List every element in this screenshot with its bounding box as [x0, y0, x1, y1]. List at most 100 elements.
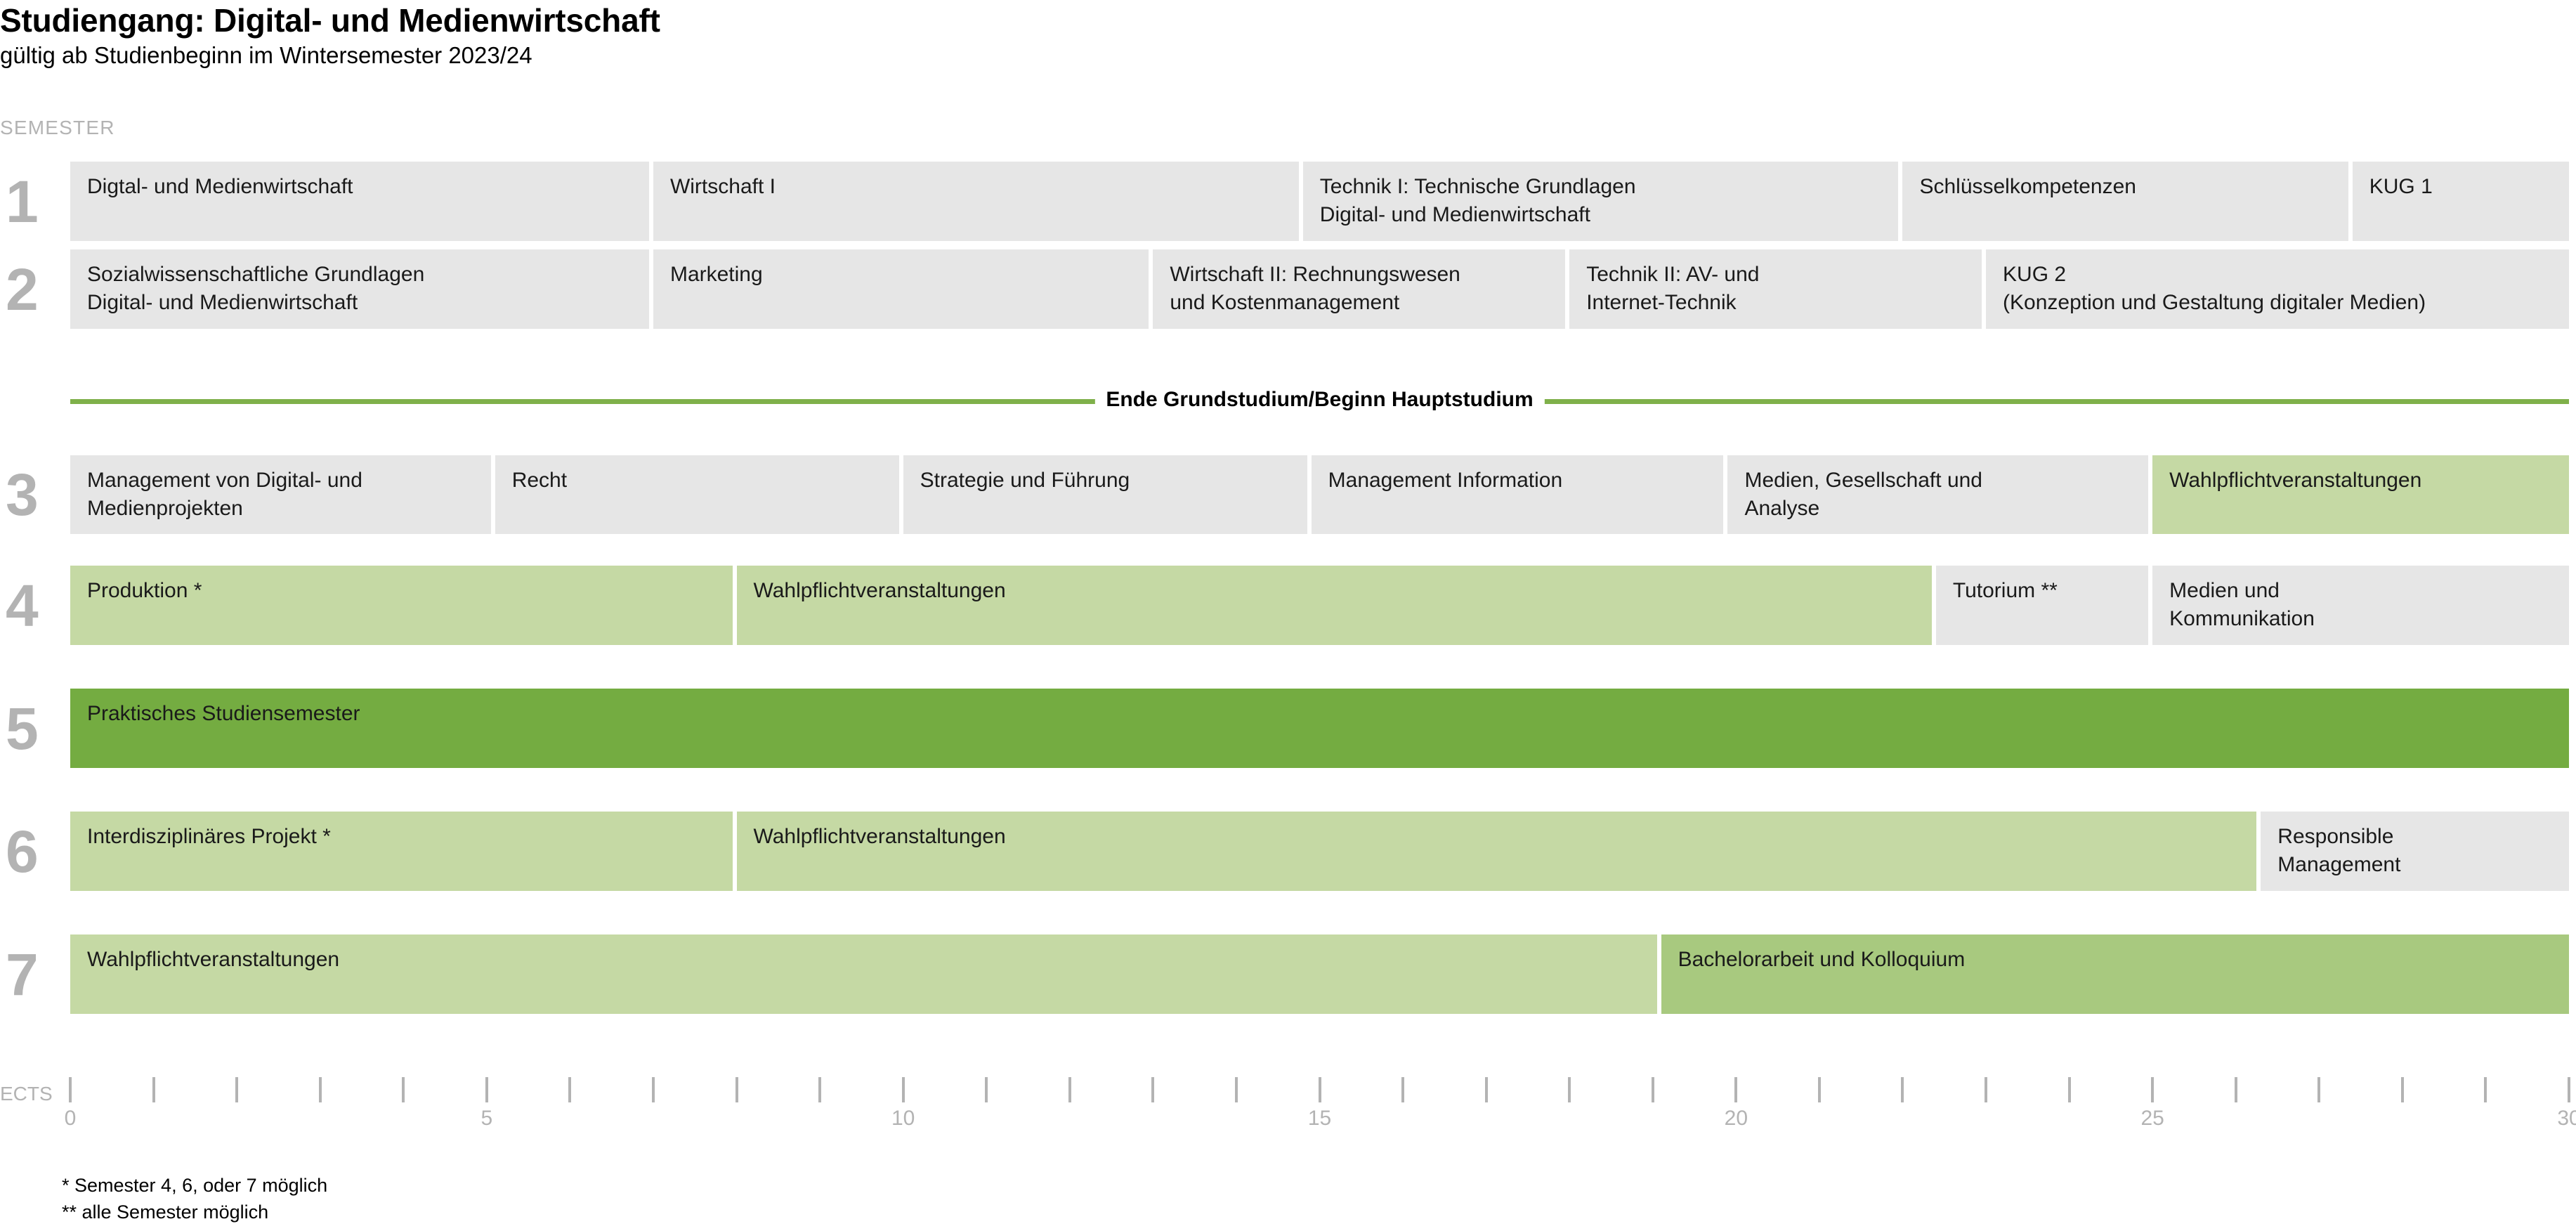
module-block[interactable]: Tutorium ** — [1935, 566, 2149, 645]
ects-tick — [1318, 1077, 1321, 1102]
module-block[interactable]: Recht — [495, 455, 899, 534]
module-label: Strategie und Führung — [920, 469, 1130, 492]
footnote-single-star: * Semester 4, 6, oder 7 möglich — [62, 1175, 328, 1196]
header: Studiengang: Digital- und Medienwirtscha… — [0, 1, 660, 69]
ects-tick — [69, 1077, 72, 1102]
module-block[interactable]: Produktion * — [70, 566, 733, 645]
ects-tick — [985, 1077, 988, 1102]
ects-tick — [2400, 1077, 2404, 1102]
semester-track: Wahlpflichtveranstaltungen Bachelorarbeit… — [0, 934, 2576, 1014]
module-block[interactable]: Wahlpflichtveranstaltungen — [70, 934, 1657, 1014]
module-label: Management — [2277, 852, 2401, 876]
ects-tick-label: 10 — [891, 1107, 915, 1130]
ects-tick — [402, 1077, 405, 1102]
divider-line-right — [1509, 399, 2569, 404]
page-subtitle: gültig ab Studienbeginn im Wintersemeste… — [0, 42, 532, 68]
module-label: Kommunikation — [2169, 606, 2315, 630]
module-label: Internet-Technik — [1586, 290, 1737, 314]
ects-tick — [318, 1077, 322, 1102]
module-block[interactable]: Digtal- und Medienwirtschaft — [70, 162, 649, 241]
module-block[interactable]: Praktisches Studiensemester — [70, 689, 2569, 768]
module-label: KUG 1 — [2369, 175, 2433, 198]
module-label: Schlüsselkompetenzen — [1919, 175, 2136, 198]
module-label: Bachelorarbeit und Kolloquium — [1678, 948, 1966, 971]
module-label: Management von Digital- und — [87, 469, 362, 492]
module-label: Wirtschaft I — [669, 175, 776, 198]
semester-track: Digtal- und Medienwirtschaft Wirtschaft I… — [0, 162, 2576, 241]
ects-tick — [651, 1077, 655, 1102]
module-label: Wahlpflichtveranstaltungen — [753, 579, 1006, 602]
ects-tick — [818, 1077, 822, 1102]
ects-tick — [2568, 1077, 2570, 1102]
module-block[interactable]: Interdisziplinäres Projekt * — [70, 812, 733, 891]
ects-tick — [1734, 1077, 1738, 1102]
module-label: Marketing — [669, 263, 763, 286]
module-label: (Konzeption und Gestaltung digitaler Med… — [2003, 290, 2426, 314]
ects-tick — [1985, 1077, 1988, 1102]
page-title: Studiengang: Digital- und Medienwirtscha… — [0, 2, 660, 39]
ects-tick-label: 20 — [1724, 1107, 1748, 1130]
module-label: Responsible — [2277, 825, 2394, 848]
ects-tick — [1234, 1077, 1238, 1102]
ects-tick — [1068, 1077, 1071, 1102]
ects-tick — [1401, 1077, 1405, 1102]
module-label: Wahlpflichtveranstaltungen — [2169, 469, 2422, 492]
module-block[interactable]: KUG 1 — [2352, 162, 2569, 241]
module-label: Technik II: AV- und — [1586, 263, 1760, 286]
module-label: KUG 2 — [2003, 263, 2067, 286]
semester-number: 1 — [6, 168, 39, 235]
module-label: Praktisches Studiensemester — [87, 702, 360, 725]
module-block[interactable]: Wahlpflichtveranstaltungen — [736, 566, 1932, 645]
semester-track: Interdisziplinäres Projekt * Wahlpflichtv… — [0, 812, 2576, 891]
ects-tick-label: 5 — [480, 1107, 493, 1130]
ects-tick-label: 0 — [64, 1107, 77, 1130]
ects-tick — [1568, 1077, 1571, 1102]
semester-number: 6 — [6, 818, 39, 885]
module-label: Sozialwissenschaftliche Grundlagen — [87, 263, 425, 286]
ects-tick-label: 25 — [2140, 1107, 2164, 1130]
ects-tick-label: 30 — [2557, 1107, 2576, 1130]
ects-tick — [1484, 1077, 1488, 1102]
ects-tick — [2484, 1077, 2487, 1102]
module-block[interactable]: Wahlpflichtveranstaltungen — [2152, 455, 2569, 534]
module-block[interactable]: Wahlpflichtveranstaltungen — [736, 812, 2257, 891]
module-label: Medien, Gesellschaft und — [1744, 469, 1982, 492]
module-label: Produktion * — [87, 579, 202, 602]
module-block[interactable]: Schlüsselkompetenzen — [1902, 162, 2348, 241]
module-block[interactable]: Strategie und Führung — [903, 455, 1307, 534]
module-label: Wahlpflichtveranstaltungen — [87, 948, 340, 971]
module-label: Analyse — [1744, 496, 1820, 520]
module-block[interactable]: Marketing — [653, 249, 1149, 329]
module-label: Recht — [511, 469, 568, 492]
ects-tick — [2234, 1077, 2237, 1102]
module-label: Management Information — [1328, 469, 1563, 492]
module-block[interactable]: KUG 2 (Konzeption und Gestaltung digitale… — [1986, 249, 2569, 329]
ects-tick — [1817, 1077, 1821, 1102]
module-block[interactable]: Wirtschaft I — [653, 162, 1299, 241]
divider-line-left — [70, 399, 1130, 404]
divider-label: Ende Grundstudium/Beginn Hauptstudium — [1094, 388, 1545, 412]
module-block[interactable]: Management Information — [1311, 455, 1724, 534]
module-block[interactable]: Bachelorarbeit und Kolloquium — [1661, 934, 2569, 1014]
module-label: Interdisziplinäres Projekt * — [87, 825, 331, 848]
semester-number: 3 — [6, 462, 39, 528]
ects-tick — [568, 1077, 572, 1102]
semester-row: 1 Digtal- und Medienwirtschaft Wirtschaft … — [0, 162, 2576, 241]
module-label: und Kostenmanagement — [1170, 290, 1400, 314]
ects-tick — [2151, 1077, 2155, 1102]
